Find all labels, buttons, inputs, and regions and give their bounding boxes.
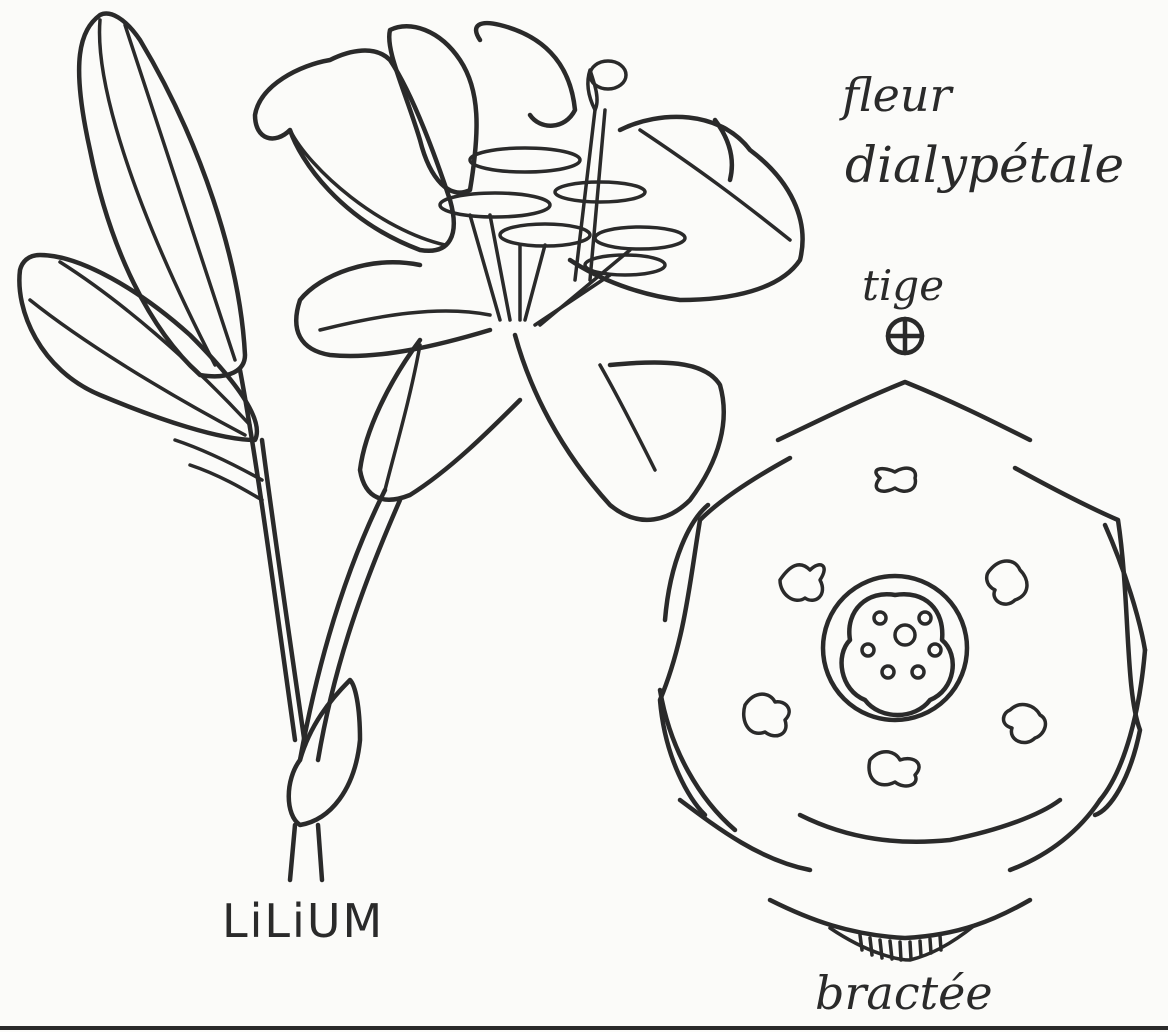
floral-diagram (660, 319, 1145, 960)
flower-type-label-line2: dialypétale (845, 140, 1124, 190)
bract-symbol (770, 900, 1030, 960)
flower-bud-tall (79, 14, 245, 377)
stem-main (289, 490, 400, 880)
flower-open (255, 23, 803, 520)
flower-bud-side (19, 255, 257, 440)
stem-label: tige (862, 265, 944, 307)
stem-cross-section-icon (888, 319, 922, 353)
page-bottom-edge (0, 1026, 1168, 1030)
outer-tepal-top (778, 382, 1030, 440)
stamen-anthers (744, 468, 1046, 786)
bract-label: bractée (815, 970, 993, 1016)
stem-left (175, 370, 305, 745)
inner-tepal-bottom (680, 800, 1100, 870)
genus-label: LiLiUM (222, 898, 384, 944)
flower-type-label-line1: fleur (842, 72, 952, 118)
ovary-cross-section (823, 576, 967, 720)
